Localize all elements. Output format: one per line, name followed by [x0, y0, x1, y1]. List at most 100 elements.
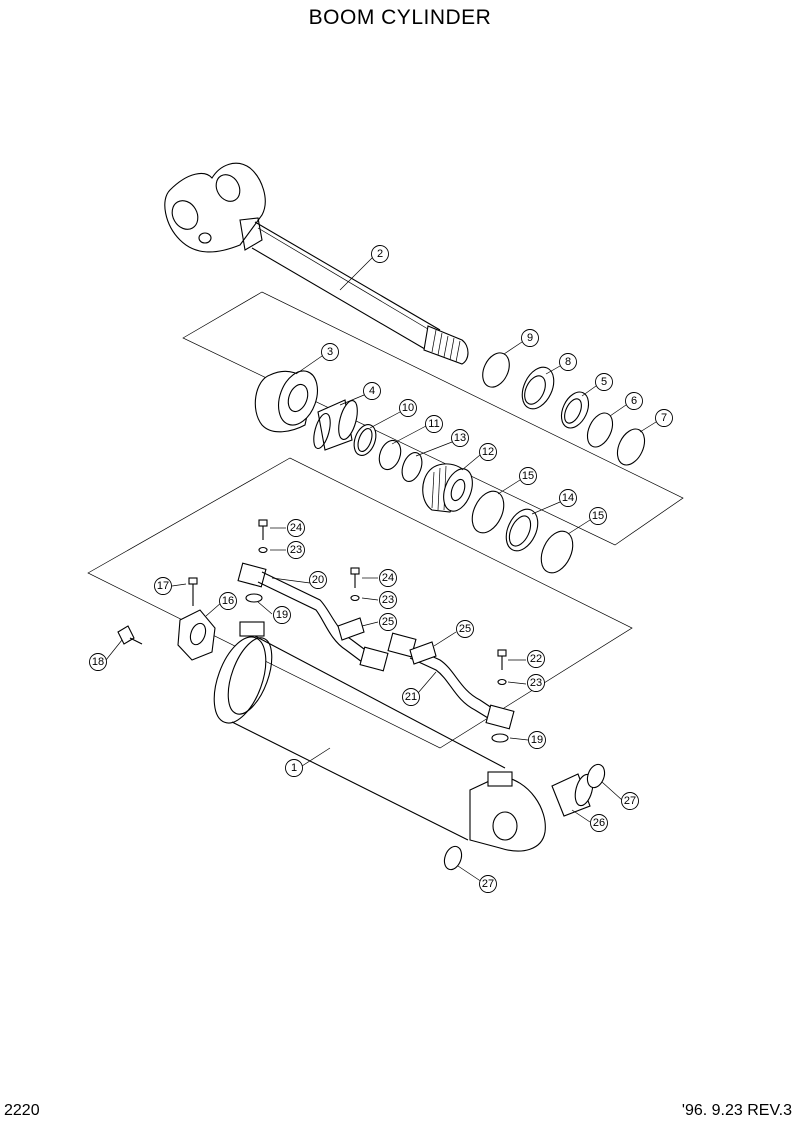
o-ring-19b-part — [491, 733, 509, 743]
seal-5-part — [560, 391, 590, 429]
svg-text:12: 12 — [482, 446, 494, 458]
callout-25a: 25 — [379, 613, 397, 631]
washer-23b-part — [350, 594, 360, 602]
svg-text:15: 15 — [522, 470, 534, 482]
svg-text:24: 24 — [290, 522, 302, 534]
bolt-18-part — [117, 625, 143, 645]
callout-3: 3 — [321, 343, 339, 361]
seal-27b-part — [443, 845, 463, 871]
svg-text:27: 27 — [482, 878, 494, 890]
callout-4: 4 — [363, 382, 381, 400]
callout-12: 12 — [479, 443, 497, 461]
lower-group-frame — [87, 457, 633, 749]
callout-27b: 27 — [479, 875, 497, 893]
clamp-25b-part — [409, 641, 437, 665]
o-ring-9-part — [482, 352, 510, 388]
piston-part — [422, 463, 473, 513]
callout-24a: 24 — [287, 519, 305, 537]
callout-20: 20 — [309, 571, 327, 589]
o-ring-19a-part — [245, 593, 263, 603]
bolt-24b-part — [350, 567, 360, 588]
callout-2: 2 — [371, 245, 389, 263]
callout-11: 11 — [425, 415, 443, 433]
svg-text:18: 18 — [92, 656, 104, 668]
wear-ring-14-part — [505, 508, 539, 552]
pipe-20-part — [237, 562, 389, 672]
svg-text:15: 15 — [592, 510, 604, 522]
page-title: BOOM CYLINDER — [308, 6, 492, 29]
seal-15b-part — [540, 530, 574, 574]
svg-text:8: 8 — [565, 356, 571, 368]
svg-text:23: 23 — [382, 594, 394, 606]
svg-text:6: 6 — [631, 395, 637, 407]
callout-7: 7 — [655, 409, 673, 427]
bushing-part — [313, 399, 358, 451]
callout-6: 6 — [625, 392, 643, 410]
svg-text:25: 25 — [382, 616, 394, 628]
svg-text:21: 21 — [405, 691, 417, 703]
callout-18: 18 — [89, 653, 107, 671]
svg-text:20: 20 — [312, 574, 324, 586]
ring-11-part — [378, 439, 402, 471]
svg-text:4: 4 — [369, 385, 375, 397]
callout-23b: 23 — [379, 591, 397, 609]
piston-rod-part — [164, 162, 469, 365]
callout-25b: 25 — [456, 620, 474, 638]
svg-text:26: 26 — [593, 817, 605, 829]
svg-text:9: 9 — [527, 332, 533, 344]
callout-15a: 15 — [519, 467, 537, 485]
callout-22: 22 — [527, 650, 545, 668]
cylinder-tube-part — [213, 621, 546, 852]
svg-text:14: 14 — [562, 492, 574, 504]
clamp-25a-part — [337, 617, 365, 641]
o-ring-7-part — [616, 428, 646, 466]
callout-16: 16 — [219, 592, 237, 610]
svg-text:25: 25 — [459, 623, 471, 635]
callout-21: 21 — [402, 688, 420, 706]
svg-text:19: 19 — [531, 734, 543, 746]
svg-text:2: 2 — [377, 248, 383, 260]
svg-text:5: 5 — [601, 376, 607, 388]
svg-text:24: 24 — [382, 572, 394, 584]
svg-text:1: 1 — [291, 762, 297, 774]
svg-text:13: 13 — [454, 432, 466, 444]
svg-text:17: 17 — [157, 580, 169, 592]
callout-19b: 19 — [528, 731, 546, 749]
callout-5: 5 — [595, 373, 613, 391]
callout-1: 1 — [285, 759, 303, 777]
pipe-21-part — [387, 632, 515, 730]
callout-23c: 23 — [527, 674, 545, 692]
svg-text:23: 23 — [290, 544, 302, 556]
callout-27a: 27 — [621, 792, 639, 810]
svg-text:3: 3 — [327, 346, 333, 358]
bolt-17-part — [188, 577, 198, 606]
callout-10: 10 — [399, 399, 417, 417]
svg-text:10: 10 — [402, 402, 414, 414]
svg-text:23: 23 — [530, 677, 542, 689]
ring-13-part — [401, 452, 423, 482]
seal-27a-part — [586, 763, 606, 789]
page-number: 2220 — [4, 1102, 40, 1119]
leader-lines — [105, 257, 657, 883]
callout-13: 13 — [451, 429, 469, 447]
washer-23a-part — [258, 546, 268, 554]
callout-8: 8 — [559, 353, 577, 371]
svg-text:22: 22 — [530, 653, 542, 665]
seal-10-part — [353, 424, 377, 456]
svg-text:11: 11 — [428, 418, 439, 430]
dust-wiper-8-part — [521, 366, 555, 410]
revision-stamp: '96. 9.23 REV.3 — [681, 1102, 792, 1119]
svg-text:16: 16 — [222, 595, 234, 607]
seal-15a-part — [471, 490, 505, 534]
bolt-22-part — [497, 649, 507, 670]
callout-14: 14 — [559, 489, 577, 507]
callout-15b: 15 — [589, 507, 607, 525]
svg-text:27: 27 — [624, 795, 636, 807]
svg-text:7: 7 — [661, 412, 667, 424]
callout-19a: 19 — [273, 606, 291, 624]
o-ring-6-part — [586, 412, 614, 448]
gland-part — [254, 370, 318, 433]
svg-text:19: 19 — [276, 609, 288, 621]
callout-17: 17 — [154, 577, 172, 595]
